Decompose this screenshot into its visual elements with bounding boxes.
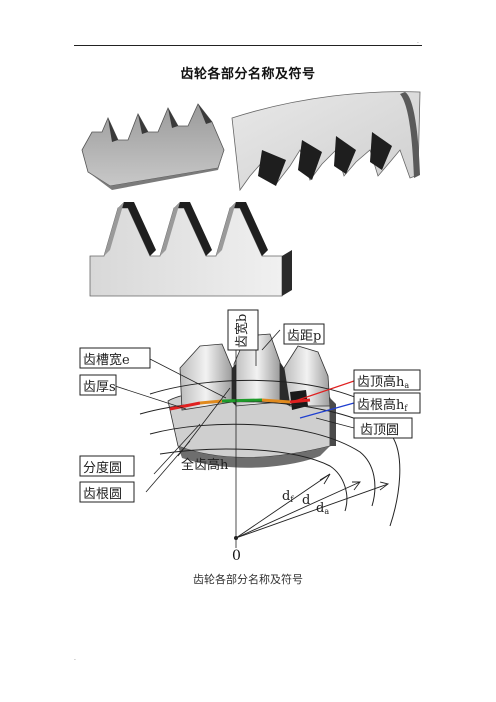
- pitch-label: 齿距p: [287, 329, 321, 344]
- gear-terminology-diagram: 齿槽宽e 齿厚s 分度圆 齿根圆 齿距p 齿宽b 齿顶高ha 齿根高hf 齿顶圆…: [79, 309, 421, 564]
- pitch-circle-label: 分度圆: [83, 460, 122, 476]
- tooth-thickness-label: 齿厚s: [83, 380, 116, 395]
- origin-point: [234, 536, 238, 540]
- pitch-box: [283, 323, 325, 345]
- angled-rack: [81, 103, 225, 190]
- tip-circle-box: [353, 417, 413, 439]
- header-rule: [74, 45, 422, 46]
- radius-lines: [235, 473, 390, 539]
- gear-body: [167, 333, 336, 468]
- space-width-box: [79, 347, 151, 369]
- addendum-red-leader: [291, 380, 355, 403]
- pitch-circle-arc: [149, 423, 376, 507]
- pitch-diameter-label: d: [302, 493, 310, 508]
- header-dot: .: [417, 38, 419, 45]
- dedendum-blue-leader: [299, 402, 355, 419]
- addendum-box: [353, 369, 421, 391]
- root-diameter-label: df: [282, 489, 294, 504]
- tip-circle-label: 齿顶圆: [360, 423, 399, 438]
- root-circle-arc: [159, 448, 348, 512]
- orange-segment-2: [261, 398, 291, 404]
- orange-segment: [199, 399, 223, 405]
- dedendum-box: [353, 392, 421, 414]
- tooth-width-box: [227, 309, 259, 351]
- space-width-label: 齿槽宽e: [83, 352, 130, 368]
- figure-caption: 齿轮各部分名称及符号: [193, 573, 303, 586]
- origin-label: 0: [232, 548, 241, 564]
- gear-segment: [231, 91, 421, 192]
- pitch-circle-box: [79, 455, 135, 477]
- root-circle-label: 齿根圆: [83, 487, 122, 502]
- green-segment: [221, 398, 263, 403]
- tip-diameter-label: da: [316, 501, 329, 516]
- tooth-thickness-box: [79, 374, 117, 396]
- label-boxes: 齿槽宽e 齿厚s 分度圆 齿根圆 齿距p 齿宽b 齿顶高ha 齿根高hf 齿顶圆…: [79, 309, 421, 564]
- straight-rack: [89, 202, 292, 297]
- leader-lines: [111, 312, 355, 548]
- addendum-label: 齿顶高ha: [357, 374, 409, 390]
- red-segment: [169, 401, 201, 411]
- gear-illustrations: [81, 91, 421, 297]
- tooth-width-label: 齿宽b: [234, 314, 250, 348]
- root-circle-box: [79, 481, 135, 503]
- whole-depth-label: 全齿高h: [181, 457, 229, 473]
- page-title: 齿轮各部分名称及符号: [180, 67, 316, 82]
- dedendum-label: 齿根高hf: [357, 397, 408, 413]
- footer-dot: .: [74, 655, 76, 662]
